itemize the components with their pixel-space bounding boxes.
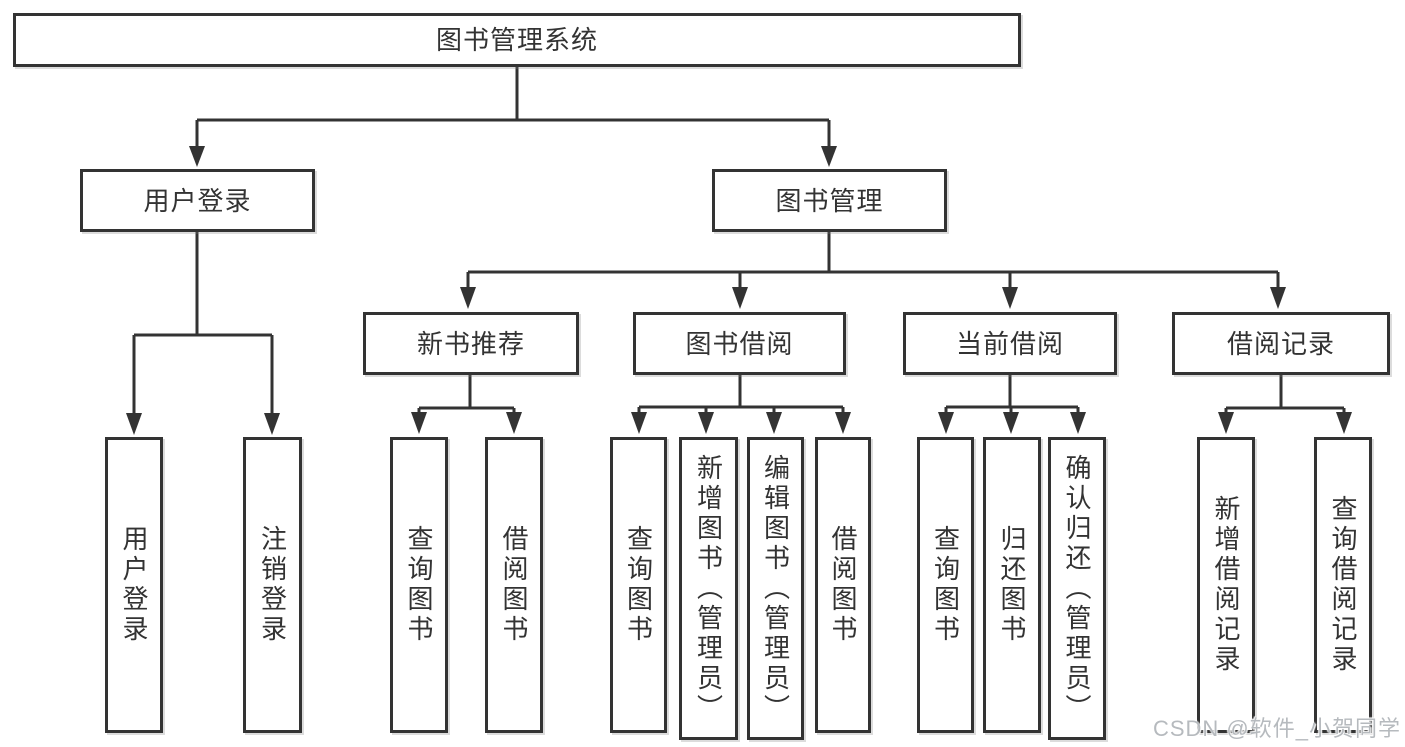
leaf-logout: 注销登录 (243, 437, 302, 733)
tree-edges (132, 67, 1346, 416)
node-user-login-branch: 用户登录 (80, 169, 315, 232)
node-current-borrow: 当前借阅 (903, 312, 1117, 375)
leaf-query-books-borrow: 查询图书 (610, 437, 667, 733)
leaf-borrow-books-borrow: 借阅图书 (815, 437, 871, 733)
leaf-add-borrow-record: 新增借阅记录 (1197, 437, 1255, 733)
node-book-borrow: 图书借阅 (633, 312, 846, 375)
csdn-watermark: CSDN @软件_小贺同学 (1152, 716, 1401, 741)
leaf-query-books-current: 查询图书 (917, 437, 974, 733)
leaf-return-books: 归还图书 (983, 437, 1041, 733)
node-new-book-recommend: 新书推荐 (363, 312, 579, 375)
leaf-add-books-admin: 新增图书（管理员） (679, 437, 738, 740)
leaf-confirm-return-admin: 确认归还（管理员） (1048, 437, 1106, 740)
node-book-management-branch: 图书管理 (712, 169, 947, 232)
node-root-system: 图书管理系统 (13, 13, 1021, 67)
leaf-query-borrow-record: 查询借阅记录 (1314, 437, 1372, 733)
leaf-borrow-books-recommend: 借阅图书 (485, 437, 543, 733)
leaf-user-login: 用户登录 (105, 437, 163, 733)
node-borrow-record: 借阅记录 (1172, 312, 1390, 375)
leaf-edit-books-admin: 编辑图书（管理员） (747, 437, 804, 740)
leaf-query-books-recommend: 查询图书 (390, 437, 448, 733)
arrowhead-icons (126, 146, 1352, 435)
